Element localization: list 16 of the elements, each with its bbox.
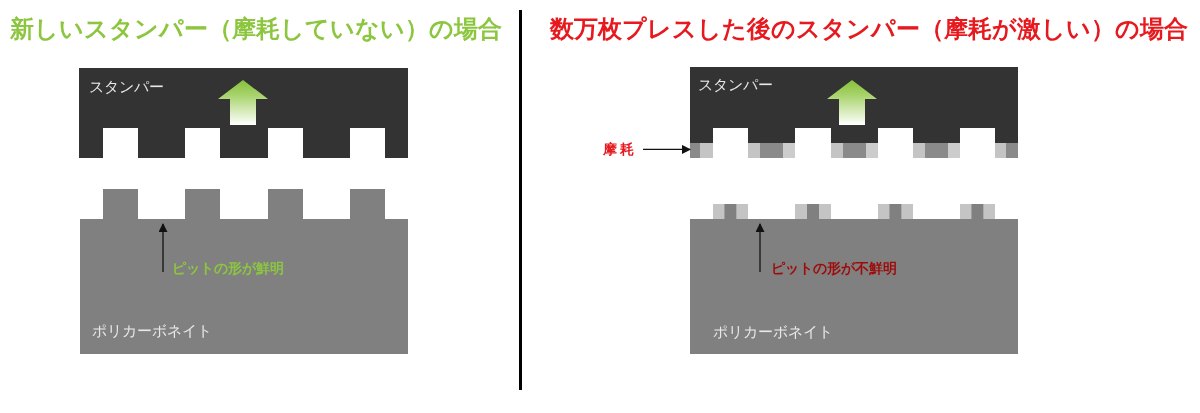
substrate-block [690,204,1018,354]
stamper-block [79,68,408,158]
annotation-text: ピットの形が不鮮明 [760,260,897,277]
part-label: スタンパー [698,76,773,94]
leader-arrow [642,144,691,154]
stamper-block [690,67,1018,158]
annotation-text: 摩耗 [603,141,643,158]
panel-heading: 新しいスタンパー（摩耗していない）の場合 [10,15,502,44]
panel-heading: 数万枚プレスした後のスタンパー（摩耗が激しい）の場合 [550,15,1188,44]
leader-arrow [158,223,168,273]
part-label: スタンパー [89,78,164,96]
leader-arrow [755,223,765,273]
part-label: ポリカーボネイト [713,323,833,341]
part-label: ポリカーボネイト [92,322,212,340]
substrate-block [80,189,408,354]
annotation-text: ピットの形が鮮明 [163,260,284,277]
